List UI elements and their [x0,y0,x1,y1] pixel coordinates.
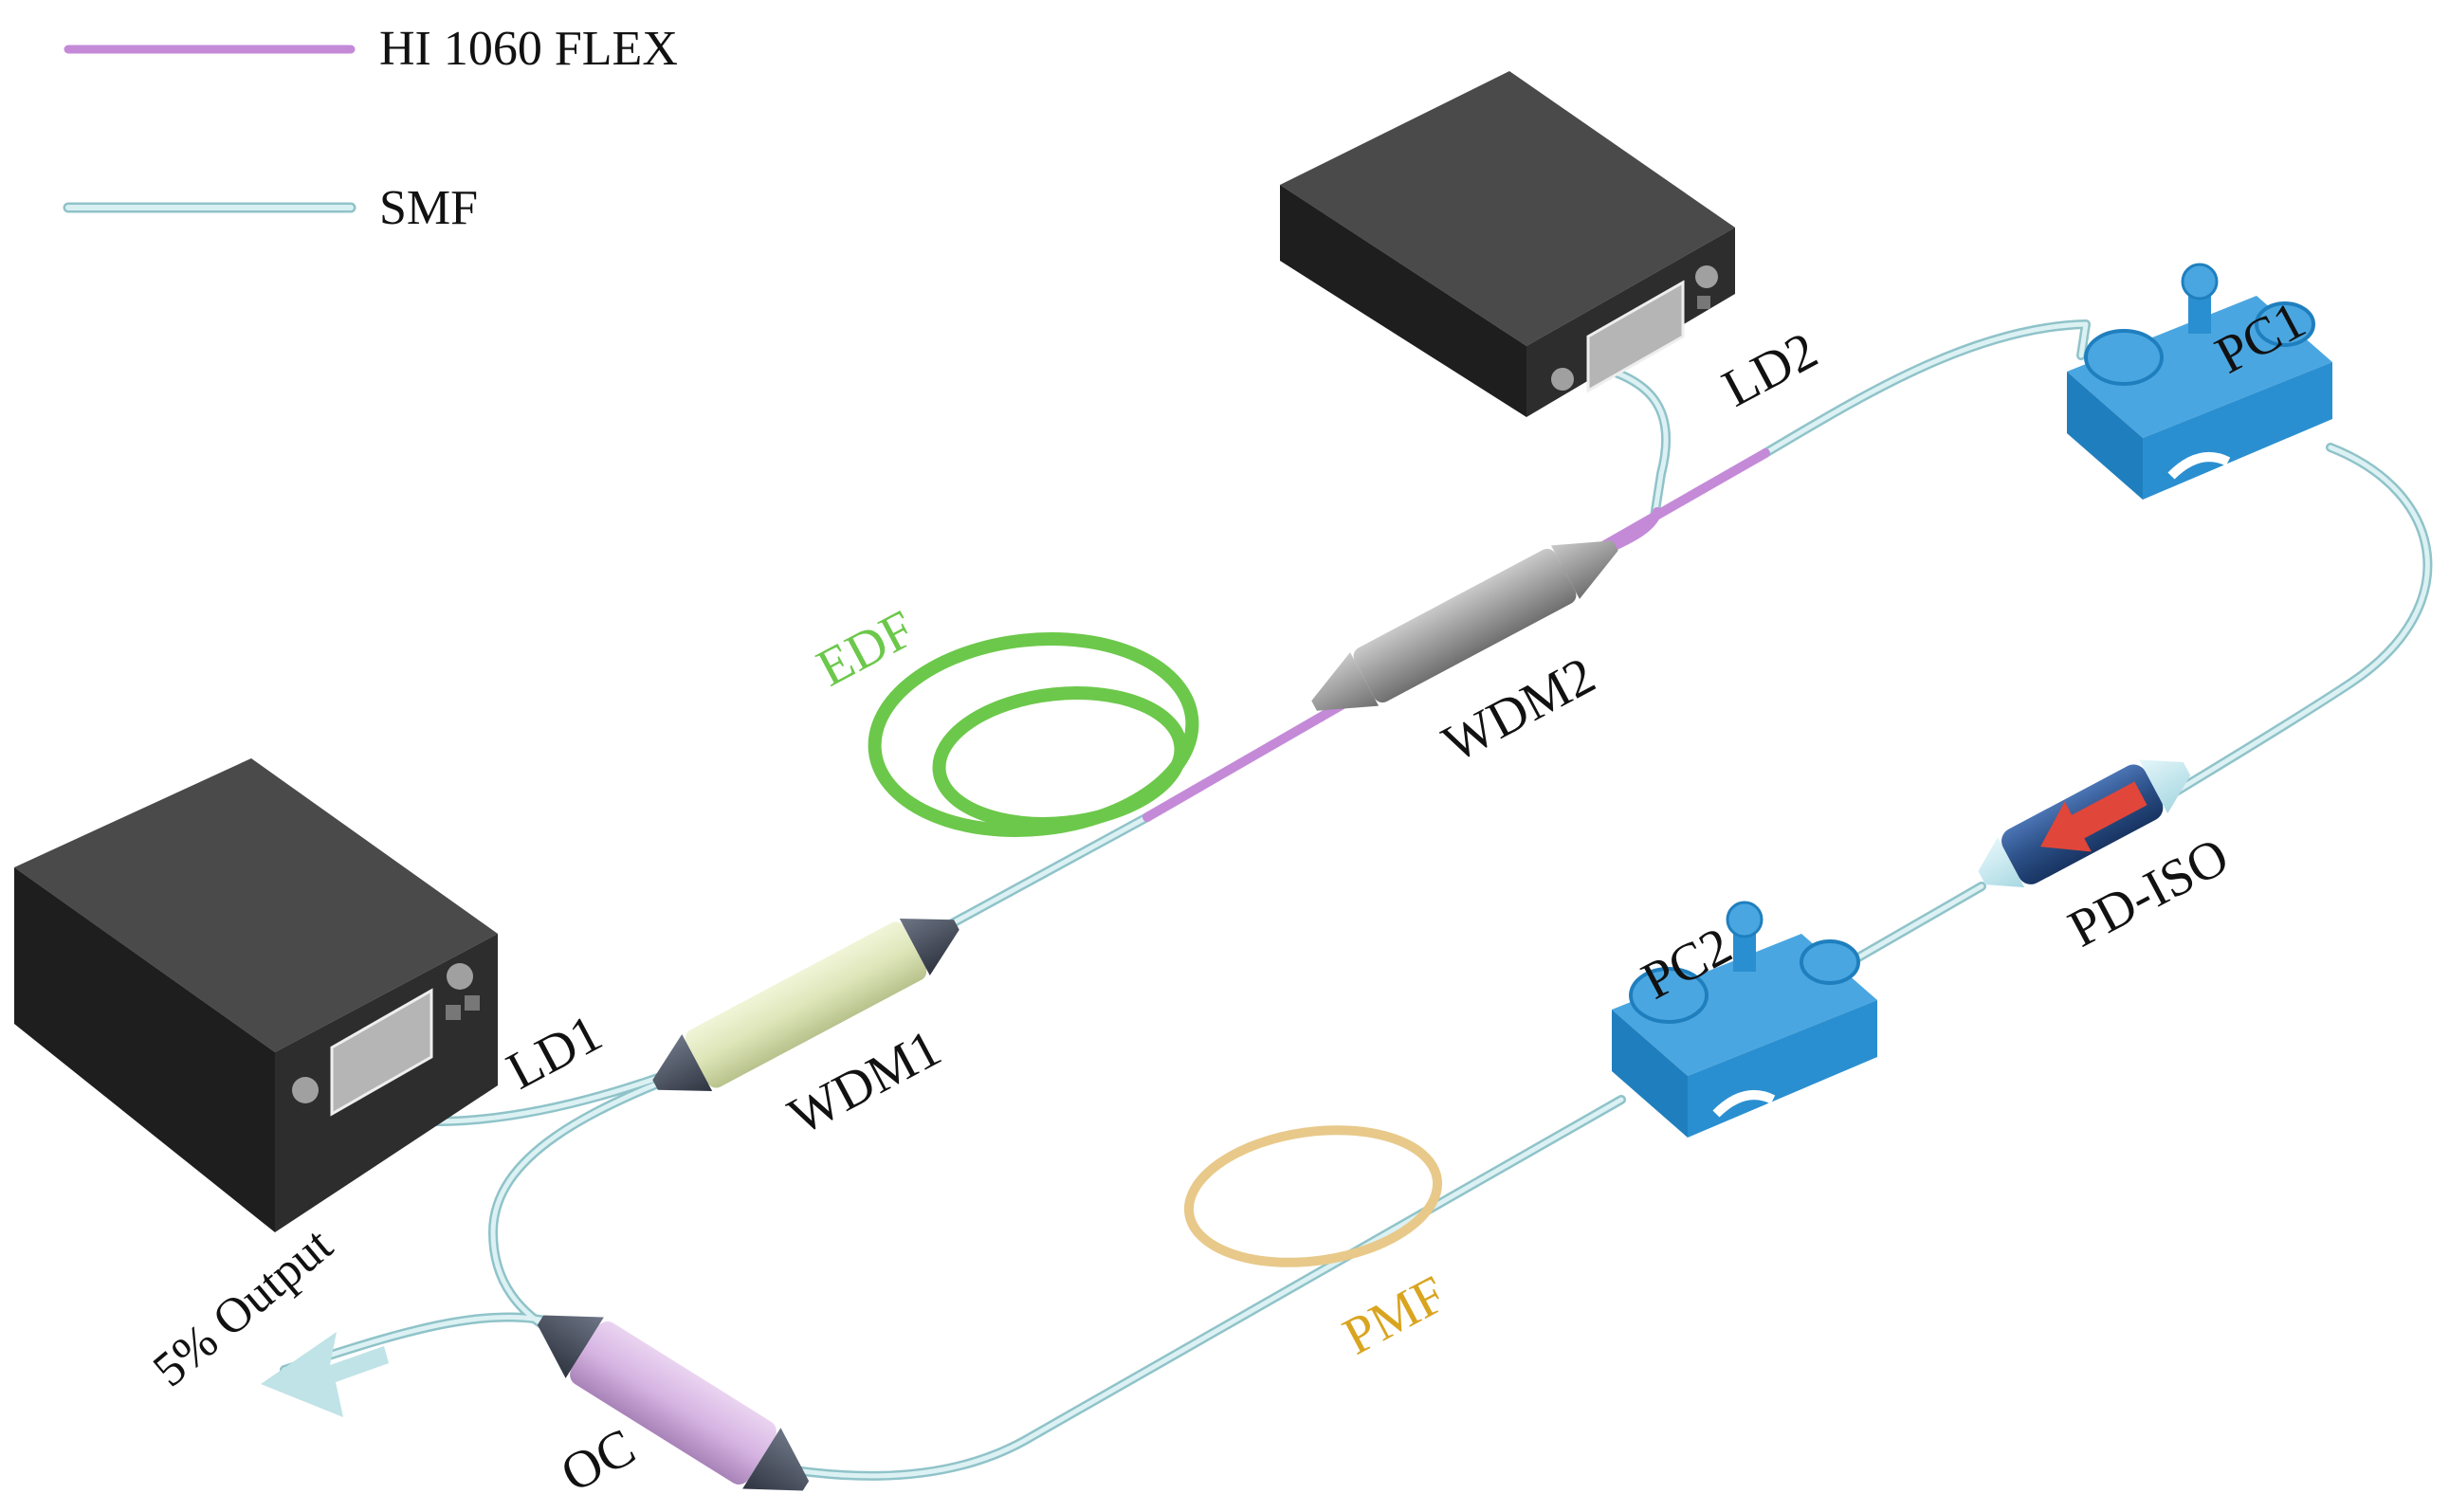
label-wdm2: WDM2 [1434,646,1604,774]
label-ld1: LD1 [498,1004,612,1102]
fiber-ld2-lead [1586,360,1672,521]
polarization-controller-icon [1612,901,1877,1138]
pmf-coil [1183,1125,1443,1267]
fiber-coupler-icon [1311,540,1618,711]
fiber-wdm2-to-pc1 [1761,319,2091,458]
fiber-coupler-icon [537,1315,810,1491]
label-oc: OC [552,1417,645,1503]
legend-label-smf: SMF [379,181,478,235]
legend-label-hi1060: HI 1060 FLEX [379,22,678,76]
output-arrow-icon [261,1332,389,1417]
fiber-pc2-to-oc [754,1095,1626,1481]
polarization-controller-icon [2067,263,2332,500]
laser-diode-box-icon [14,758,498,1232]
fiber-coupler-icon [652,918,959,1092]
label-pmf: PMF [1334,1265,1455,1366]
legend: HI 1060 FLEX SMF [63,22,678,235]
label-ld2: LD2 [1713,321,1827,419]
edf-coil [868,632,1199,837]
isolator-icon [1978,759,2191,888]
fiber-oc-to-wdm1-loop [488,1062,706,1351]
laser-diode-box-icon [1280,71,1735,417]
edf-coil-inner [932,686,1188,830]
fiber-edf-to-wdm2 [1142,695,1356,822]
